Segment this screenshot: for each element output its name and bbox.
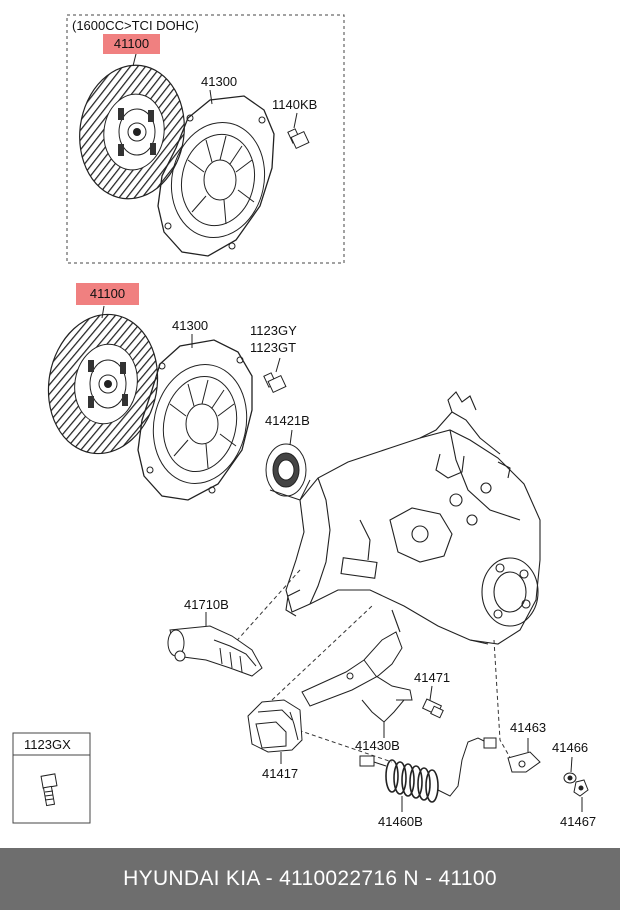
pressure-plate-top xyxy=(157,95,275,257)
clutch-hose xyxy=(359,737,497,803)
inset-box xyxy=(12,732,91,824)
bolt-main xyxy=(263,372,287,394)
part-label-41417[interactable]: 41417 xyxy=(262,766,299,781)
bolt-top xyxy=(287,128,310,150)
inset-bolt-icon xyxy=(40,773,58,807)
variant-box xyxy=(66,14,345,264)
release-bearing xyxy=(265,443,311,501)
transmission-case xyxy=(285,391,541,645)
parts-diagram xyxy=(12,14,589,824)
part-label-41300-top[interactable]: 41300 xyxy=(201,74,238,89)
part-label-41300-main[interactable]: 41300 xyxy=(172,318,209,333)
part-label-1123GT[interactable]: 1123GT xyxy=(250,340,297,355)
boot xyxy=(247,699,303,753)
part-label-1140KB[interactable]: 1140KB xyxy=(272,97,318,112)
nut xyxy=(573,779,589,797)
hose-bracket xyxy=(507,751,541,773)
release-cylinder xyxy=(167,625,263,677)
pressure-plate-main xyxy=(137,339,253,501)
part-label-41710B[interactable]: 41710B xyxy=(184,597,229,612)
part-label-41100-main[interactable]: 41100 xyxy=(76,283,139,305)
pivot-stud xyxy=(421,698,444,719)
part-label-41463[interactable]: 41463 xyxy=(510,720,547,735)
inset-label-1123GX[interactable]: 1123GX xyxy=(24,737,71,752)
footer-bar: HYUNDAI KIA - 4110022716 N - 41100 xyxy=(0,848,620,910)
clutch-disc-top xyxy=(79,64,185,200)
part-label-41100-top[interactable]: 41100 xyxy=(103,34,160,54)
variant-box-title: (1600CC>TCI DOHC) xyxy=(72,18,199,33)
part-label-41430B[interactable]: 41430B xyxy=(355,738,400,753)
clutch-disc-main xyxy=(47,313,159,455)
part-label-41421B[interactable]: 41421B xyxy=(265,413,310,428)
part-label-41467[interactable]: 41467 xyxy=(560,814,597,829)
washer xyxy=(563,772,577,784)
release-fork xyxy=(301,631,413,707)
footer-part-number: HYUNDAI KIA - 4110022716 N - 41100 xyxy=(123,867,497,890)
part-label-1123GY[interactable]: 1123GY xyxy=(250,323,297,338)
part-label-41471[interactable]: 41471 xyxy=(414,670,451,685)
part-label-41466[interactable]: 41466 xyxy=(552,740,589,755)
part-label-41460B[interactable]: 41460B xyxy=(378,814,423,829)
